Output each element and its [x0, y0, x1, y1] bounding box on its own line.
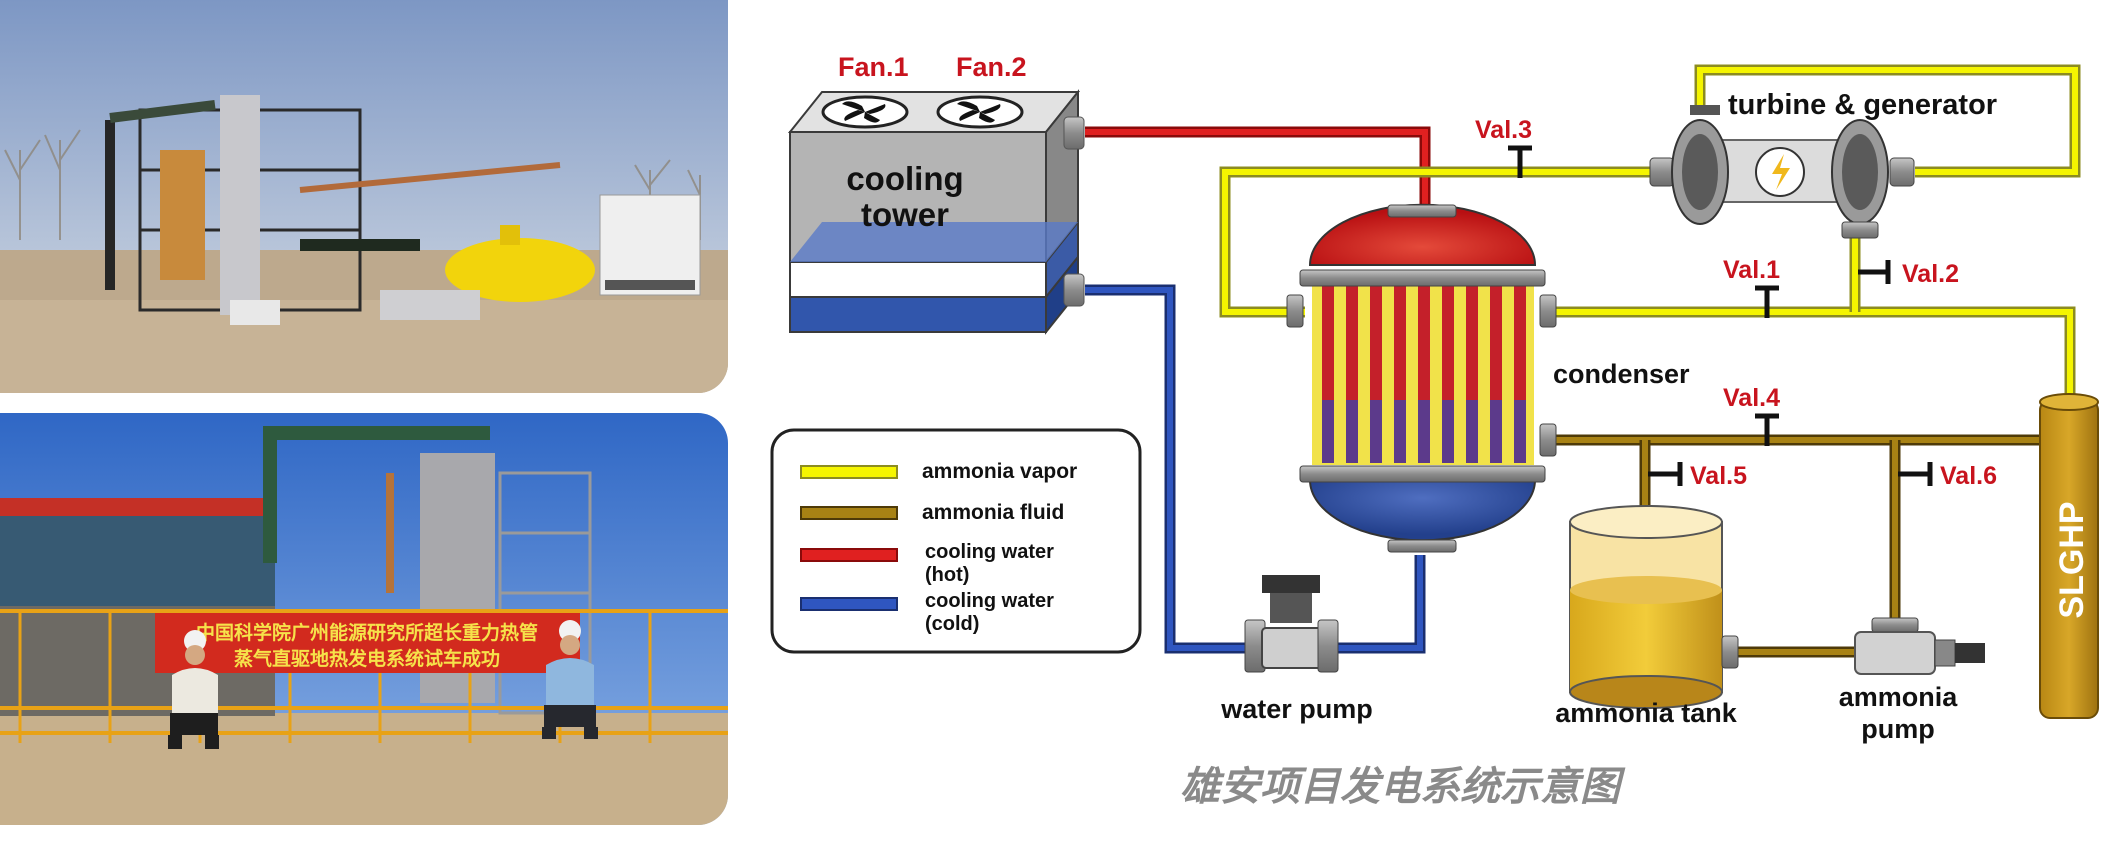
val1-label: Val.1: [1723, 256, 1780, 284]
cooling-tower-label-1: cooling: [846, 160, 963, 197]
legend-hot-label-1: cooling water: [925, 541, 1054, 563]
val5-label: Val.5: [1690, 462, 1747, 490]
fan-2-icon: [936, 95, 1024, 129]
legend-item-cold-water: cooling water (cold): [800, 590, 1054, 635]
condenser: [1286, 203, 1557, 553]
site-photo-bottom: 中国科学院广州能源研究所超长重力热管 蒸气直驱地热发电系统试车成功: [0, 413, 728, 825]
ammonia-pump-label-1: ammonia: [1839, 682, 1959, 712]
water-pump: [1244, 575, 1339, 673]
val3-valve-icon: [1508, 145, 1532, 178]
person-left: [168, 630, 219, 749]
legend-item-fluid: ammonia fluid: [800, 501, 1064, 524]
val1-valve-icon: [1755, 285, 1779, 318]
condenser-tubes: [1322, 282, 1526, 463]
turbine-generator: [1649, 105, 1915, 239]
legend-item-hot-water: cooling water (hot): [800, 541, 1054, 586]
turbine-generator-label: turbine & generator: [1728, 89, 1997, 121]
condenser-label: condenser: [1553, 359, 1690, 389]
val6-label: Val.6: [1940, 462, 1997, 490]
banner-line2: 蒸气直驱地热发电系统试车成功: [234, 647, 500, 670]
legend-cold-label-2: (cold): [925, 613, 979, 635]
val4-valve-icon: [1755, 413, 1779, 446]
val5-valve-icon: [1648, 462, 1683, 486]
ammonia-tank-label: ammonia tank: [1555, 698, 1738, 728]
val2-valve-icon: [1858, 260, 1891, 284]
diagram-caption: 雄安项目发电系统示意图: [1180, 764, 1626, 810]
generator-lightning-icon: [1755, 147, 1805, 197]
pipe-cold-water-2: [1335, 555, 1426, 654]
val6-valve-icon: [1898, 462, 1933, 486]
fan1-label: Fan.1: [838, 52, 909, 82]
val2-label: Val.2: [1902, 260, 1959, 288]
person-right: [542, 620, 598, 739]
banner-line1: 中国科学院广州能源研究所超长重力热管: [196, 621, 538, 644]
legend-item-vapor: ammonia vapor: [800, 460, 1077, 483]
ammonia-pump: [1854, 617, 1985, 675]
fan2-label: Fan.2: [956, 52, 1027, 82]
legend: ammonia vapor ammonia fluid cooling wate…: [770, 428, 1142, 654]
valves: [1508, 145, 1933, 486]
legend-fluid-label: ammonia fluid: [922, 501, 1064, 524]
cooling-tower: [787, 89, 1085, 335]
legend-vapor-label: ammonia vapor: [922, 460, 1077, 483]
val3-label: Val.3: [1475, 116, 1532, 144]
slghp-column: [2039, 393, 2099, 719]
ammonia-pump-label-2: pump: [1861, 714, 1935, 744]
pipes: [1085, 64, 2081, 658]
val4-label: Val.4: [1723, 384, 1780, 412]
fan-1-icon: [821, 95, 909, 129]
ammonia-tank: [1569, 505, 1739, 709]
site-photo-top: [0, 0, 728, 393]
slghp-label: SLGHP: [2053, 501, 2091, 618]
system-diagram: SLGHP ammonia vapor amm: [770, 52, 2099, 810]
cooling-tower-label-2: tower: [861, 196, 949, 233]
legend-cold-label-1: cooling water: [925, 590, 1054, 612]
legend-hot-label-2: (hot): [925, 564, 969, 586]
water-pump-label: water pump: [1220, 694, 1373, 724]
